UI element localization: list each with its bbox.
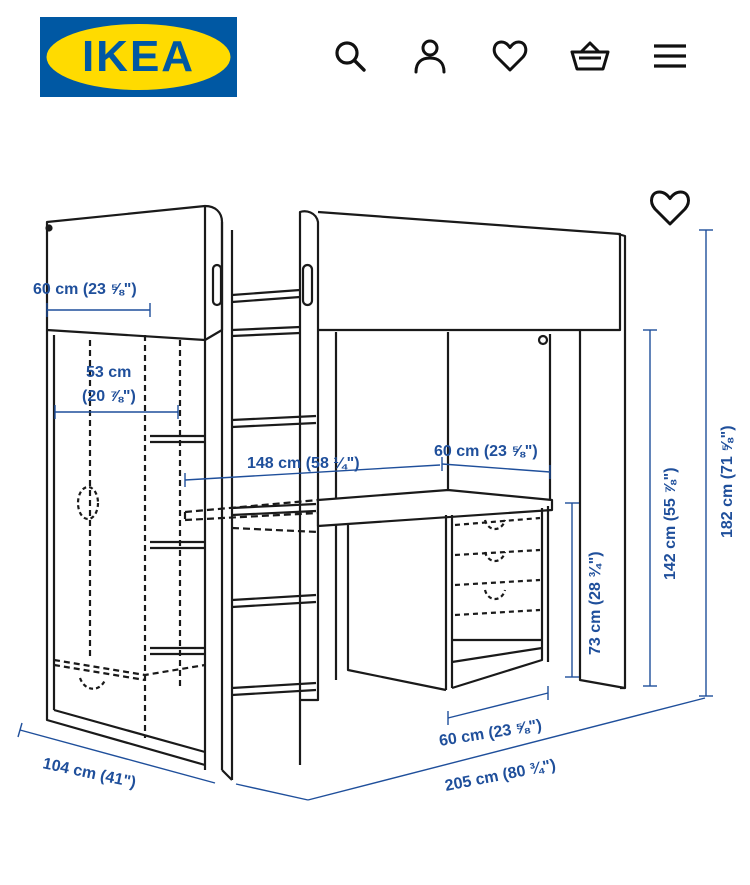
search-button[interactable] xyxy=(330,36,370,76)
search-icon xyxy=(335,41,366,72)
user-icon xyxy=(414,39,446,74)
dim-desk-height: 73 cm (28 ¾") xyxy=(587,551,604,655)
dim-wardrobe-depth-in: (20 ⅞") xyxy=(82,388,136,405)
save-to-favorites-button[interactable] xyxy=(648,188,692,228)
ikea-logo[interactable]: IKEA xyxy=(40,17,237,97)
dim-wardrobe-depth-cm: 53 cm xyxy=(86,364,131,381)
dim-underbed-height: 142 cm (55 ⅞") xyxy=(662,467,679,580)
dim-desk-extended-width: 148 cm (58 ¼") xyxy=(247,455,360,472)
account-button[interactable] xyxy=(410,36,450,76)
basket-button[interactable] xyxy=(570,36,610,76)
loft-bed-drawing: 60 cm (23 ⅝") 53 cm (20 ⅞") 148 cm (58 ¼… xyxy=(17,204,736,801)
dimension-lines xyxy=(17,229,713,801)
dim-total-height: 182 cm (71 ⅝") xyxy=(719,425,736,538)
dim-total-length: 205 cm (80 ¾") xyxy=(444,757,558,795)
menu-icon xyxy=(654,44,686,68)
ikea-logo-graphic: IKEA xyxy=(40,17,237,97)
dim-wardrobe-width: 60 cm (23 ⅝") xyxy=(33,281,137,298)
dim-desk-depth: 60 cm (23 ⅝") xyxy=(438,717,543,750)
logo-text: IKEA xyxy=(82,32,195,81)
dim-total-depth: 104 cm (41") xyxy=(41,755,137,791)
basket-icon xyxy=(570,41,610,71)
menu-button[interactable] xyxy=(650,36,690,76)
heart-icon xyxy=(650,190,690,226)
favorites-button[interactable] xyxy=(490,36,530,76)
site-header: IKEA xyxy=(0,0,750,110)
furniture-lines xyxy=(45,204,627,781)
heart-icon xyxy=(492,40,528,72)
product-dimension-drawing: 60 cm (23 ⅝") 53 cm (20 ⅞") 148 cm (58 ¼… xyxy=(0,110,750,880)
dim-desk-width: 60 cm (23 ⅝") xyxy=(434,443,538,460)
